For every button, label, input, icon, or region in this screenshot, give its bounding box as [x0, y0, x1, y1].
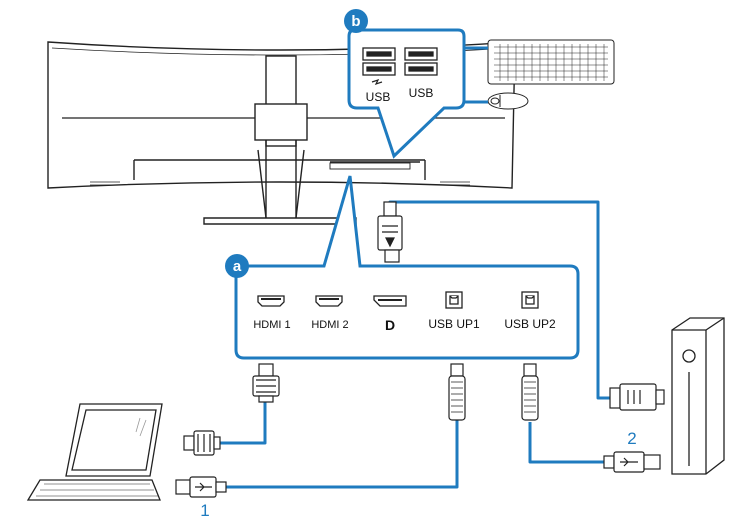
hdmi-plug-icon: [252, 363, 280, 403]
pc-tower-icon: [671, 317, 725, 475]
charging-bolt-icon: [371, 78, 383, 86]
laptop-icon: [26, 403, 163, 501]
hdmi2-label: HDMI 2: [311, 319, 348, 331]
hdmi-port-icon: [257, 295, 343, 307]
callout-b-letter: b: [351, 13, 360, 30]
usb-port-callout: USB USB: [347, 28, 488, 159]
displayport-plug-icon-pc: [609, 383, 665, 411]
hdmi-plug-icon-laptop: [183, 430, 221, 456]
displayport-port-icon: [373, 295, 407, 307]
displayport-logo-icon: D: [385, 317, 395, 333]
usb-b-port-icon: [445, 291, 539, 309]
callout-a-letter: a: [233, 258, 242, 275]
usb-port-icon: [362, 47, 438, 76]
keyboard-icon: [487, 39, 615, 85]
usb-up2-label: USB UP2: [504, 317, 556, 331]
callout-a-badge: a: [225, 254, 249, 278]
usb-up1-cable: [225, 420, 459, 489]
hdmi1-label: HDMI 1: [253, 319, 290, 331]
connection-label-2: 2: [627, 429, 636, 448]
displayport-plug-icon: [377, 201, 403, 263]
callout-b-badge: b: [344, 9, 368, 33]
hdmi-cable: [218, 400, 267, 445]
usb-left-label: USB: [366, 90, 391, 104]
usb-up1-label: USB UP1: [428, 317, 480, 331]
usb-up2-cable: [528, 422, 604, 464]
displayport-logo-letter: D: [385, 317, 395, 333]
usb-b-plug-icon-2: [521, 363, 539, 421]
usb-a-plug-icon: [175, 476, 227, 498]
usb-right-label: USB: [409, 86, 434, 100]
usb-a-plug-icon-pc: [603, 451, 661, 473]
usb-b-plug-icon: [448, 363, 466, 421]
mouse-icon: [487, 92, 529, 110]
connection-label-1: 1: [200, 501, 209, 520]
